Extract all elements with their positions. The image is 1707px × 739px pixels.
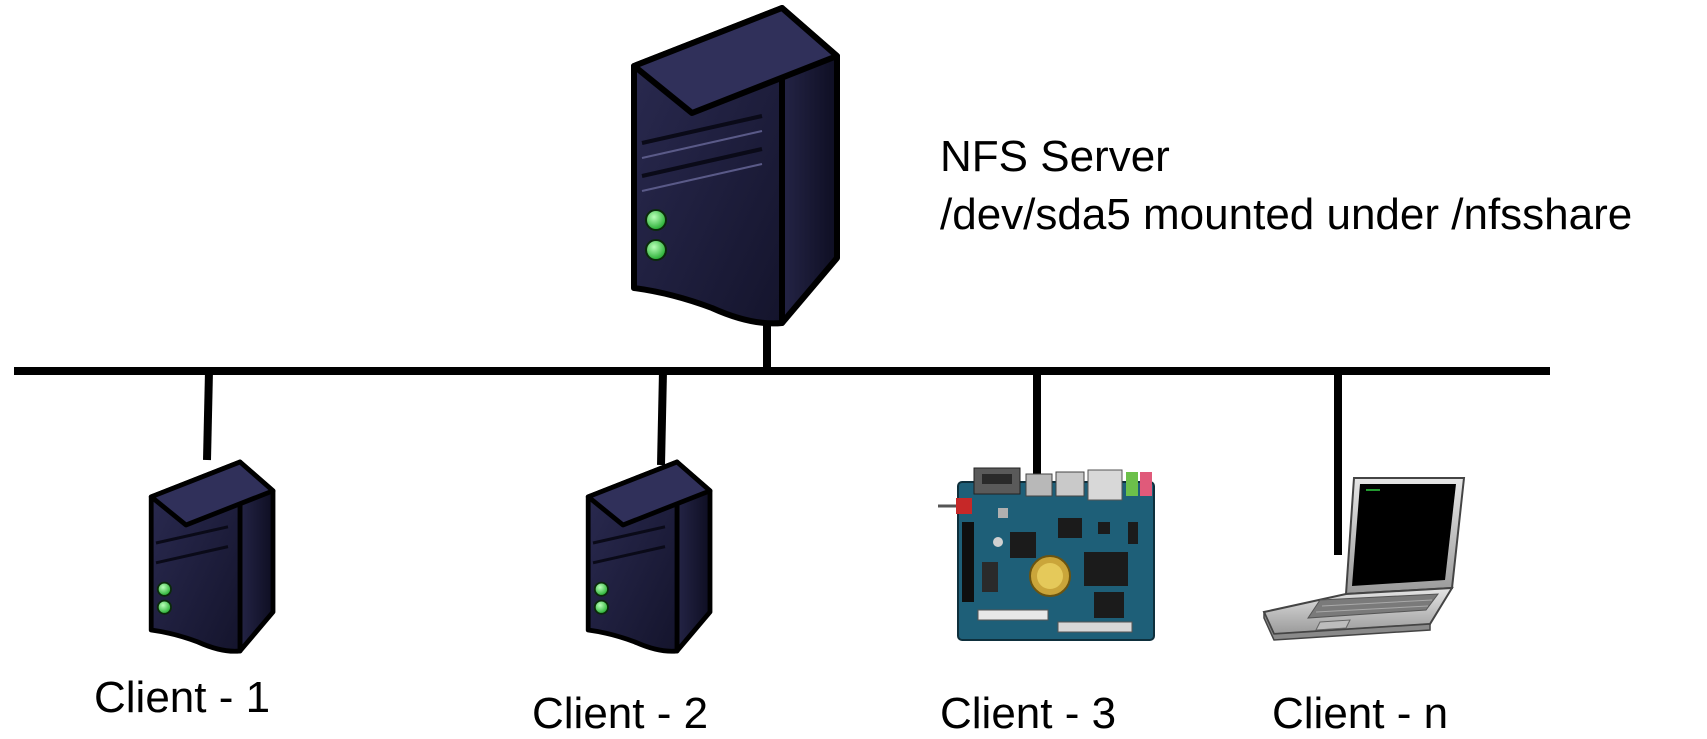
nfs-server-icon xyxy=(631,5,840,327)
client-n-laptop-icon xyxy=(1262,477,1466,641)
client-2-label: Client - 2 xyxy=(532,689,709,738)
client-3-board-icon xyxy=(938,467,1155,641)
client-2-drop-line xyxy=(657,370,667,466)
led-icon xyxy=(645,239,667,261)
led-icon xyxy=(593,599,609,615)
client-1-label: Client - 1 xyxy=(94,673,271,722)
client-n-label: Client - n xyxy=(1272,689,1449,738)
server-label: NFS Server /dev/sda5 mounted under /nfss… xyxy=(940,128,1632,244)
server-title: NFS Server xyxy=(940,132,1170,181)
client-1-server-icon xyxy=(148,459,276,654)
led-icon xyxy=(593,581,609,597)
led-icon xyxy=(645,209,667,231)
client-2-server-icon xyxy=(585,459,713,654)
client-3-label: Client - 3 xyxy=(940,689,1117,738)
server-subtitle: /dev/sda5 mounted under /nfsshare xyxy=(940,190,1633,239)
led-icon xyxy=(156,599,172,615)
led-icon xyxy=(156,581,172,597)
client-1-drop-line xyxy=(203,370,213,461)
